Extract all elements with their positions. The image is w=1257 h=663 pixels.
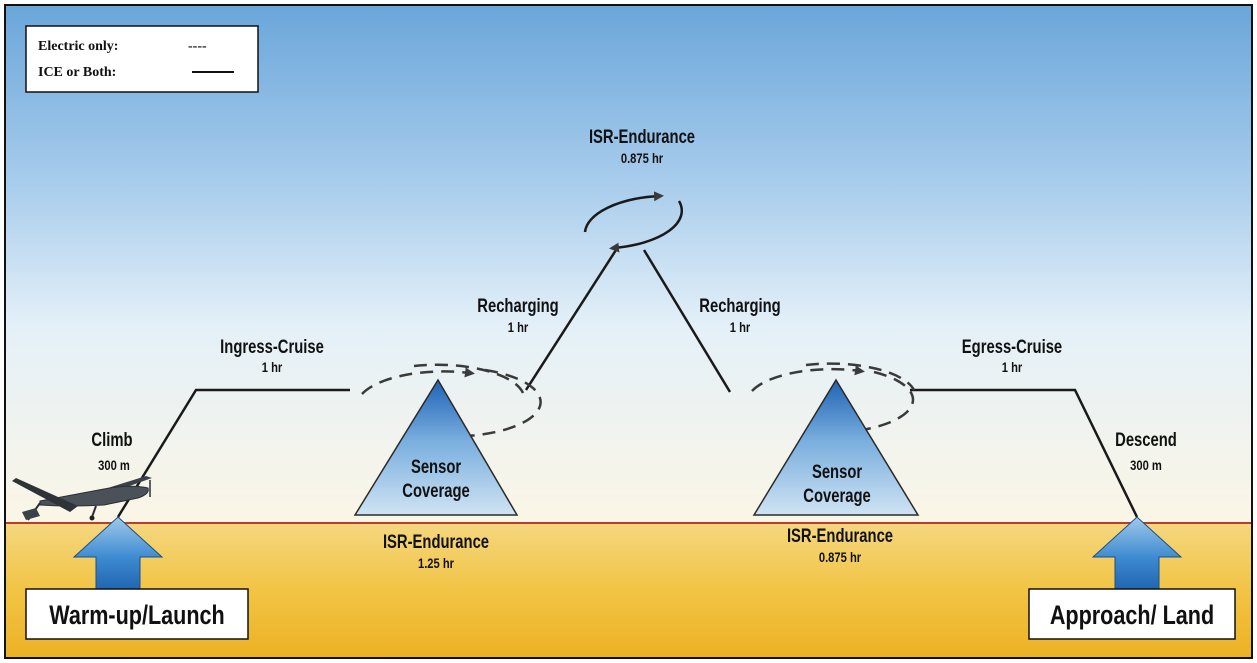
uav-aircraft-icon (12, 476, 152, 521)
recharging-right-duration: 1 hr (730, 320, 751, 335)
isr-right-duration: 0.875 hr (819, 550, 861, 565)
isr-top-title: ISR-Endurance (589, 126, 695, 147)
sensor-coverage-right: Sensor Coverage (752, 378, 920, 516)
isr-left-duration: 1.25 hr (418, 556, 454, 571)
recharging-left-duration: 1 hr (508, 320, 529, 335)
isr-top-duration: 0.875 hr (621, 151, 663, 166)
isr-right-title: ISR-Endurance (787, 525, 893, 546)
recharging-right-path (642, 249, 732, 393)
launch-phase-box: Warm-up/Launch (25, 588, 249, 640)
diagram-frame (4, 4, 1253, 659)
sensor-coverage-left: Sensor Coverage (353, 378, 519, 516)
sensor-left-line1: Sensor (411, 456, 462, 477)
recharging-left-title: Recharging (477, 295, 558, 316)
descend-title: Descend (1115, 429, 1177, 450)
legend: Electric only: ---- ICE or Both: (25, 25, 259, 93)
descend-altitude: 300 m (1130, 458, 1162, 473)
climb-ingress-path (116, 388, 350, 518)
climb-altitude: 300 m (98, 458, 130, 473)
sensor-right-line2: Coverage (803, 485, 870, 506)
egress-descend-path (910, 388, 1139, 518)
sensor-left-line2: Coverage (402, 480, 469, 501)
left-loiter-orbit (361, 363, 542, 440)
legend-box (25, 25, 259, 93)
sensor-right-line1: Sensor (812, 461, 863, 482)
ingress-duration: 1 hr (262, 360, 283, 375)
ingress-title: Ingress-Cruise (220, 336, 324, 357)
legend-electric-label: Electric only: (38, 39, 118, 54)
recharging-left-path (524, 249, 618, 391)
land-phase-label: Approach/ Land (1050, 601, 1214, 631)
top-isr-orbit (583, 191, 684, 253)
recharging-right-title: Recharging (699, 295, 780, 316)
egress-duration: 1 hr (1002, 360, 1023, 375)
launch-phase-label: Warm-up/Launch (49, 601, 225, 631)
legend-ice-label: ICE or Both: (38, 65, 116, 80)
legend-electric-symbol: ---- (188, 39, 207, 54)
climb-title: Climb (91, 429, 132, 450)
isr-left-title: ISR-Endurance (383, 531, 489, 552)
land-phase-box: Approach/ Land (1028, 588, 1236, 640)
egress-title: Egress-Cruise (962, 336, 1062, 357)
